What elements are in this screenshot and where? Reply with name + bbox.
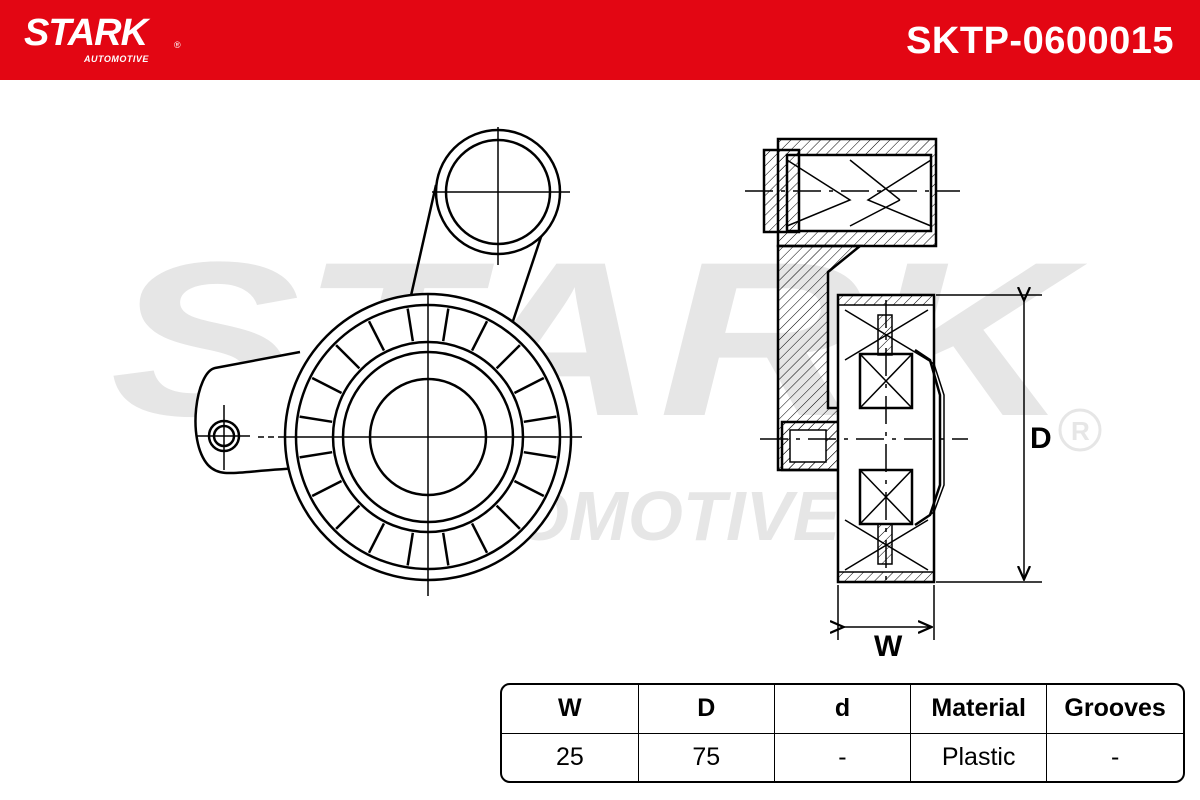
specs-header-row: W D d Material Grooves [502, 685, 1183, 734]
dimension-lines [838, 295, 1042, 640]
front-centerlines [196, 127, 582, 596]
dimension-w-label: W [874, 630, 903, 663]
pulley-spoke [335, 504, 361, 530]
pulley-spoke [470, 522, 489, 554]
header-bar: STARK ® AUTOMOTIVE SKTP-0600015 [0, 0, 1200, 80]
specs-value-grooves: - [1110, 742, 1120, 771]
tensioner-drawing [194, 127, 1042, 640]
logo-registered-mark: ® [174, 40, 181, 50]
pulley-spoke [513, 479, 545, 498]
specs-value-row: 25 75 - Plastic - [502, 733, 1183, 781]
watermark-registered-circle [1058, 408, 1102, 452]
specs-table: W D d Material Grooves 25 75 - Plastic - [500, 683, 1185, 783]
side-lug [194, 350, 306, 475]
pulley-spokes [299, 308, 557, 566]
specs-value-material: Plastic [910, 733, 1048, 781]
pulley-spoke [406, 532, 415, 566]
pulley-spoke [495, 344, 521, 370]
pulley-spoke [406, 308, 415, 342]
pulley-spoke [470, 320, 489, 352]
pulley-spoke [523, 415, 557, 424]
specs-value-d: 75 [638, 733, 775, 781]
stark-logo: STARK ® AUTOMOTIVE [24, 12, 181, 64]
front-view [194, 128, 573, 582]
specs-header-material: Material [910, 685, 1048, 734]
pulley-spoke [299, 450, 333, 459]
pulley-spoke [299, 415, 333, 424]
specs-header-small-d: d [774, 685, 912, 734]
pulley-spoke [441, 308, 450, 342]
specs-value-w: 25 [502, 733, 639, 781]
dimension-d-label: D [1030, 422, 1052, 455]
logo-subtitle: AUTOMOTIVE [84, 54, 149, 64]
specs-value-small-d: - [774, 733, 912, 781]
pulley-spoke [513, 376, 545, 395]
pulley-spoke [311, 479, 343, 498]
specs-header-d: D [638, 685, 775, 734]
side-view [762, 137, 945, 584]
specs-header-w: W [502, 685, 639, 734]
tensioner-arm [408, 184, 547, 331]
pulley-spoke [441, 532, 450, 566]
pulley-spoke [311, 376, 343, 395]
pulley-spoke [495, 504, 521, 530]
watermark-registered-r: R [1071, 416, 1090, 446]
logo-brand: STARK [24, 12, 148, 54]
pulley-spoke [335, 344, 361, 370]
pulley-spoke [523, 450, 557, 459]
pulley-spoke [367, 522, 386, 554]
pulley-spoke [367, 320, 386, 352]
specs-header-grooves: Grooves [1046, 685, 1183, 734]
side-centerlines [745, 190, 968, 580]
part-number: SKTP-0600015 [906, 20, 1174, 62]
